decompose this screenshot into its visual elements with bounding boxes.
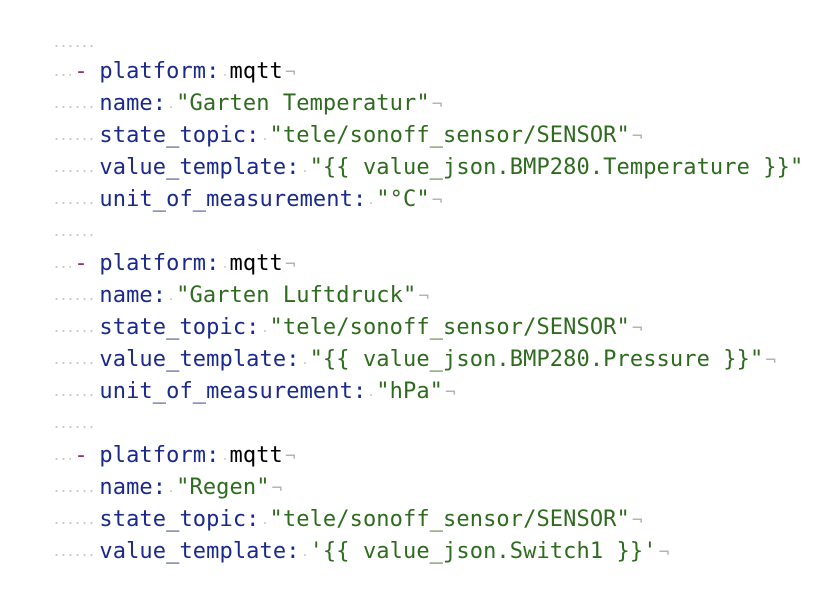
eol-marker: ¬ — [431, 94, 443, 115]
yaml-value-unit: "°C" — [376, 187, 430, 212]
yaml-value-platform: mqtt — [229, 59, 283, 84]
eol-marker: ¬ — [284, 254, 296, 275]
eol-marker: ¬ — [431, 190, 443, 211]
yaml-value-name: "Garten Luftdruck" — [176, 283, 417, 308]
code-line-state-topic[interactable]: state_topic:"tele/sonoff_sensor/SENSOR"¬ — [0, 280, 643, 340]
code-line-state-topic[interactable]: state_topic:"tele/sonoff_sensor/SENSOR"¬ — [0, 88, 643, 148]
yaml-value-value-template: "{{ value_json.BMP280.Pressure }}" — [309, 347, 764, 372]
yaml-value-platform: mqtt — [229, 443, 283, 468]
yaml-key-platform: platform: — [99, 443, 220, 468]
yaml-value-name: "Regen" — [176, 475, 270, 500]
whitespace-marker — [53, 216, 94, 248]
eol-marker: ¬ — [631, 318, 643, 339]
yaml-key-unit: unit_of_measurement: — [99, 187, 367, 212]
yaml-value-unit: "hPa" — [376, 379, 444, 404]
eol-marker: ¬ — [631, 510, 643, 531]
code-line-platform[interactable]: -platform: mqtt¬ — [0, 408, 296, 468]
yaml-key-name: name: — [99, 91, 167, 116]
code-line-blank[interactable] — [0, 376, 94, 428]
yaml-value-name: "Garten Temperatur" — [176, 91, 430, 116]
code-line-name[interactable]: name:"Garten Temperatur"¬ — [0, 56, 443, 116]
list-dash: - — [74, 443, 88, 468]
code-line-value-template[interactable]: value_template: "{{ value_json.BMP280.Tem… — [0, 120, 803, 180]
eol-marker: ¬ — [284, 446, 296, 467]
eol-marker: ¬ — [445, 382, 456, 403]
yaml-key-platform: platform: — [99, 251, 220, 276]
list-dash: - — [74, 59, 88, 84]
yaml-value-state-topic: "tele/sonoff_sensor/SENSOR" — [269, 315, 630, 340]
eol-marker: ¬ — [284, 62, 296, 83]
yaml-value-value-template: "{{ value_json.BMP280.Temperature }}" — [309, 155, 804, 180]
yaml-value-value-template: '{{ value_json.Switch1 }}' — [309, 539, 657, 564]
yaml-key-name: name: — [99, 475, 167, 500]
code-line-value-template[interactable]: value_template: '{{ value_json.Switch1 }}… — [0, 504, 670, 564]
yaml-key-unit: unit_of_measurement: — [99, 379, 367, 404]
eol-marker: ¬ — [418, 286, 430, 307]
eol-marker: ¬ — [271, 478, 283, 499]
yaml-key-platform: platform: — [99, 59, 220, 84]
yaml-value-platform: mqtt — [229, 251, 283, 276]
code-line-name[interactable]: name:"Garten Luftdruck"¬ — [0, 248, 429, 308]
yaml-value-state-topic: "tele/sonoff_sensor/SENSOR" — [269, 123, 630, 148]
yaml-value-state-topic: "tele/sonoff_sensor/SENSOR" — [269, 507, 630, 532]
code-line-state-topic[interactable]: state_topic:"tele/sonoff_sensor/SENSOR"¬ — [0, 472, 643, 532]
eol-marker: ¬ — [765, 350, 777, 371]
yaml-key-value-template: value_template: — [99, 155, 300, 180]
code-line-unit[interactable]: unit_of_measurement: "hPa"¬ — [0, 344, 456, 404]
code-line-platform[interactable]: -platform: mqtt¬ — [0, 216, 296, 276]
yaml-key-name: name: — [99, 283, 167, 308]
yaml-key-state-topic: state_topic: — [99, 315, 260, 340]
yaml-key-value-template: value_template: — [99, 539, 300, 564]
eol-marker: ¬ — [631, 126, 643, 147]
code-line-name[interactable]: name: "Regen"¬ — [0, 440, 282, 500]
code-line-value-template[interactable]: value_template: "{{ value_json.BMP280.Pre… — [0, 312, 776, 372]
code-line-unit[interactable]: unit_of_measurement: "°C"¬ — [0, 152, 443, 212]
eol-marker: ¬ — [658, 542, 670, 563]
code-line-blank[interactable] — [0, 184, 94, 236]
list-dash: - — [74, 251, 88, 276]
whitespace-marker — [53, 27, 94, 59]
whitespace-marker — [53, 408, 94, 440]
code-editor[interactable]: -platform:mqtt¬ name:"Garten Temperatur"… — [0, 0, 834, 564]
yaml-key-state-topic: state_topic: — [99, 507, 260, 532]
yaml-key-state-topic: state_topic: — [99, 123, 260, 148]
yaml-key-value-template: value_template: — [99, 347, 300, 372]
code-line-blank[interactable] — [0, 0, 94, 47]
code-line-platform[interactable]: -platform: mqtt¬ — [0, 24, 296, 84]
